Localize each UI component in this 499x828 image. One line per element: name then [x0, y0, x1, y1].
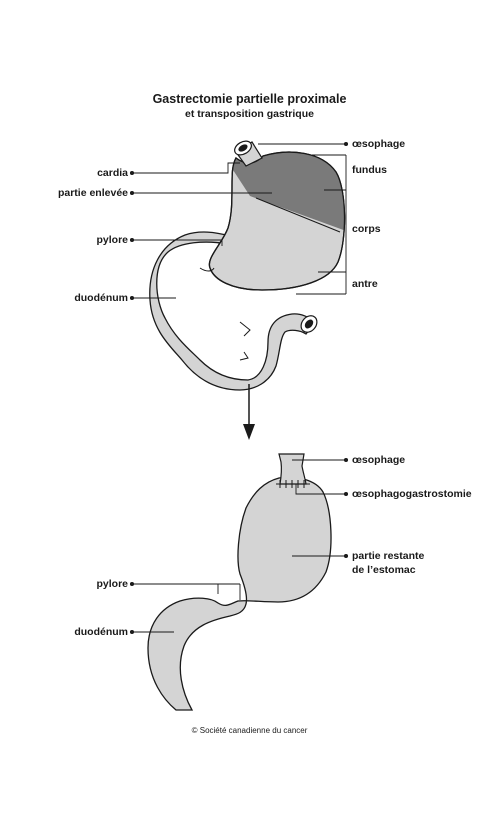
copyright-credit: © Société canadienne du cancer	[191, 726, 308, 735]
stomach-before	[149, 140, 346, 391]
label-pylore-after: pylore	[96, 578, 128, 590]
label-corps: corps	[352, 223, 381, 235]
label-partie-restante-2: de l’estomac	[352, 564, 416, 576]
esophagus-after	[278, 453, 307, 485]
label-duodenum-before: duodénum	[74, 292, 128, 304]
label-partie-enlevee: partie enlevée	[57, 187, 128, 199]
label-partie-restante-1: partie restante	[352, 550, 425, 562]
transition-arrow	[243, 384, 255, 440]
label-fundus: fundus	[352, 164, 387, 176]
label-duodenum-after: duodénum	[74, 626, 128, 638]
suture-line	[276, 480, 310, 488]
leader-lines-after	[129, 457, 349, 635]
leader-lines-before	[129, 141, 349, 301]
cut-line	[255, 197, 341, 233]
stomach-body-after	[147, 476, 332, 711]
label-cardia: cardia	[97, 167, 128, 179]
duodenum-before	[149, 231, 316, 391]
removed-portion	[220, 152, 345, 236]
label-antre: antre	[352, 278, 378, 290]
label-oesophage-after: œsophage	[352, 454, 406, 466]
diagram-title: Gastrectomie partielle proximale	[152, 92, 347, 106]
label-pylore-before: pylore	[96, 234, 128, 246]
label-oesophagogastrostomie: œsophagogastrostomie	[352, 488, 472, 500]
diagram-subtitle: et transposition gastrique	[185, 108, 314, 120]
label-oesophage-before: œsophage	[352, 138, 406, 150]
stomach-after	[147, 453, 332, 711]
